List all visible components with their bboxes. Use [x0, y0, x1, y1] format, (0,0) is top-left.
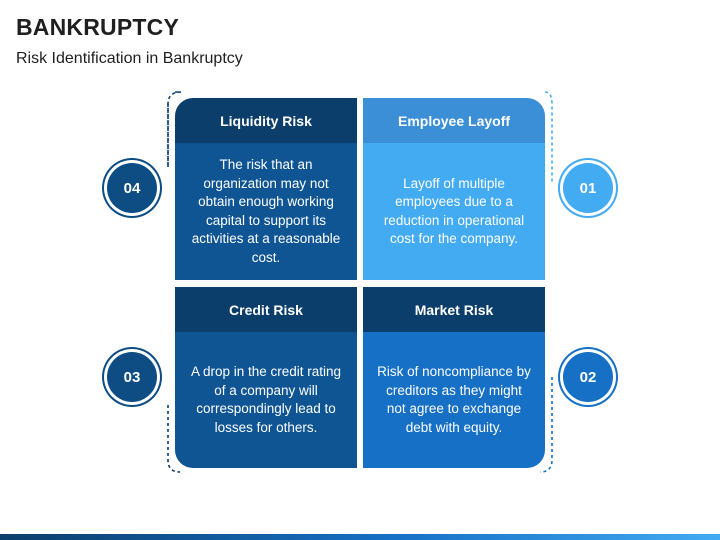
card-title: Liquidity Risk: [175, 98, 357, 143]
card-title: Credit Risk: [175, 287, 357, 332]
step-number-badge: 01: [563, 163, 613, 213]
card-text: Risk of noncompliance by creditors as th…: [363, 332, 545, 468]
card-title: Market Risk: [363, 287, 545, 332]
step-number-badge: 02: [563, 352, 613, 402]
card-text: A drop in the credit rating of a company…: [175, 332, 357, 468]
page-title: BANKRUPTCY: [16, 14, 179, 40]
employee-layoff-card: Employee Layoff Layoff of multiple emplo…: [363, 98, 545, 280]
step-number-badge: 03: [107, 352, 157, 402]
liquidity-risk-card: Liquidity Risk The risk that an organiza…: [175, 98, 357, 280]
card-text: Layoff of multiple employees due to a re…: [363, 143, 545, 280]
market-risk-card: Market Risk Risk of noncompliance by cre…: [363, 287, 545, 468]
credit-risk-card: Credit Risk A drop in the credit rating …: [175, 287, 357, 468]
footer-gradient-bar: [0, 534, 720, 540]
card-title: Employee Layoff: [363, 98, 545, 143]
step-number-badge: 04: [107, 163, 157, 213]
page-subtitle: Risk Identification in Bankruptcy: [16, 50, 243, 67]
card-text: The risk that an organization may not ob…: [175, 143, 357, 280]
